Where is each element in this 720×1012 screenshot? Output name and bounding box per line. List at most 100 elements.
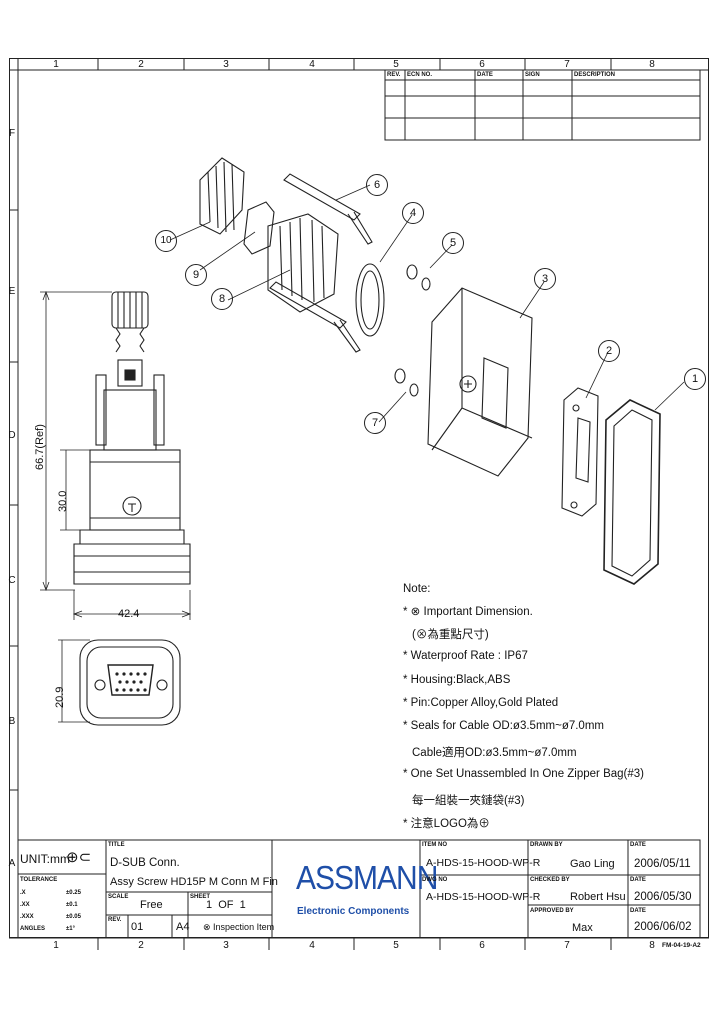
tol-value: ±0.25 xyxy=(66,890,81,896)
callout-2: 2 xyxy=(598,340,620,362)
dwg-no-label: DWG NO xyxy=(422,877,448,883)
note-item: * Pin:Copper Alloy,Gold Plated xyxy=(403,697,559,709)
scale-value: Free xyxy=(140,899,163,911)
brand-subtitle: Electronic Components xyxy=(297,906,410,917)
tolerance-label: TOLERANCE xyxy=(20,877,58,883)
dwg-no-value: A-HDS-15-HOOD-WP-R xyxy=(426,891,541,903)
zone-row-e: E xyxy=(8,286,16,297)
callout-3: 3 xyxy=(534,268,556,290)
dimension-lines xyxy=(40,290,192,723)
item-no-label: ITEM NO xyxy=(422,842,447,848)
zone-col-6: 6 xyxy=(479,940,485,951)
projection-symbol-icon: ⊕⊂ xyxy=(66,849,92,866)
tol-key: ANGLES xyxy=(20,926,46,932)
callout-9: 9 xyxy=(185,264,207,286)
zone-row-d: D xyxy=(8,430,16,441)
dim-body-height: 30.0 xyxy=(57,490,69,512)
zone-row-c: C xyxy=(8,575,16,586)
drawn-by-label: DRAWN BY xyxy=(530,842,563,848)
checked-by-value: Robert Hsu xyxy=(570,891,626,903)
note-item: * ⊗ Important Dimension. xyxy=(403,606,533,618)
zone-col-3: 3 xyxy=(223,940,229,951)
note-item: Cable適用OD:ø3.5mm~ø7.0mm xyxy=(412,747,577,759)
zone-col-2: 2 xyxy=(138,59,144,70)
callout-8: 8 xyxy=(211,288,233,310)
rev-header-sign: SIGN xyxy=(525,72,540,78)
zone-col-5: 5 xyxy=(393,59,399,70)
approved-by-value: Max xyxy=(572,922,593,934)
zone-col-1: 1 xyxy=(53,940,59,951)
scale-label: SCALE xyxy=(108,894,129,900)
drawn-by-value: Gao Ling xyxy=(570,858,615,870)
front-face-view xyxy=(79,639,181,726)
exploded-parts xyxy=(199,157,661,585)
zone-col-7: 7 xyxy=(564,59,570,70)
note-item: * Housing:Black,ABS xyxy=(403,674,511,686)
rev-value: 01 xyxy=(131,921,144,933)
rev-header-rev: REV. xyxy=(387,72,401,78)
zone-col-6: 6 xyxy=(479,59,485,70)
date-drawn: 2006/05/11 xyxy=(634,858,691,870)
size-value: A4 xyxy=(176,921,190,933)
callout-10: 10 xyxy=(155,230,177,252)
note-item: 每一組裝一夾鏈袋(#3) xyxy=(412,795,525,807)
tol-key: .X xyxy=(20,890,26,896)
inspection-item: ⊗ Inspection Item xyxy=(203,922,275,932)
zone-col-4: 4 xyxy=(309,940,315,951)
date-approved: 2006/06/02 xyxy=(634,921,692,933)
zone-row-b: B xyxy=(8,716,16,727)
checked-by-label: CHECKED BY xyxy=(530,877,570,883)
note-item: * Waterproof Rate : IP67 xyxy=(403,650,528,662)
dim-height-ref: 66.7(Ref) xyxy=(34,424,46,470)
tol-value: ±0.1 xyxy=(66,902,78,908)
side-view-connector xyxy=(73,291,191,585)
zone-col-5: 5 xyxy=(393,940,399,951)
date-label: DATE xyxy=(630,877,646,883)
rev-header-ecn: ECN NO. xyxy=(407,72,433,78)
title-label: TITLE xyxy=(108,842,125,848)
callout-4: 4 xyxy=(402,202,424,224)
form-number: FM-04-19-A2 xyxy=(662,942,701,949)
date-label: DATE xyxy=(630,908,646,914)
callout-5: 5 xyxy=(442,232,464,254)
zone-col-7: 7 xyxy=(564,940,570,951)
item-no-value: A-HDS-15-HOOD-WP-R xyxy=(426,857,541,869)
zone-col-2: 2 xyxy=(138,940,144,951)
date-checked: 2006/05/30 xyxy=(634,891,692,903)
title-line-2: Assy Screw HD15P M Conn M Fin xyxy=(110,876,278,888)
tol-value: ±1° xyxy=(66,926,76,932)
tol-key: .XX xyxy=(20,902,30,908)
zone-col-4: 4 xyxy=(309,59,315,70)
callout-6: 6 xyxy=(366,174,388,196)
callout-leaders xyxy=(169,184,685,423)
approved-by-label: APPROVED BY xyxy=(530,908,574,914)
note-item: (⊗為重點尺寸) xyxy=(412,629,489,641)
tol-value: ±0.05 xyxy=(66,914,81,920)
note-item: * Seals for Cable OD:ø3.5mm~ø7.0mm xyxy=(403,720,604,732)
zone-ticks xyxy=(9,58,709,950)
zone-col-8: 8 xyxy=(649,59,655,70)
notes-heading: Note: xyxy=(403,583,431,595)
title-block-lines xyxy=(17,839,701,939)
sheet-label: SHEET xyxy=(190,894,211,900)
zone-col-8: 8 xyxy=(649,940,655,951)
date-label: DATE xyxy=(630,842,646,848)
zone-col-3: 3 xyxy=(223,59,229,70)
note-item: * 注意LOGO為⊕ xyxy=(403,818,490,830)
note-item: * One Set Unassembled In One Zipper Bag(… xyxy=(403,768,644,780)
zone-row-f: F xyxy=(8,128,16,139)
title-line-1: D-SUB Conn. xyxy=(110,857,180,869)
revision-table-lines xyxy=(384,69,701,141)
brand-logo: ASSMANN xyxy=(296,860,438,897)
sheet-value: 1 OF 1 xyxy=(206,899,246,911)
callout-1: 1 xyxy=(684,368,706,390)
zone-row-a: A xyxy=(8,858,16,869)
dim-width: 42.4 xyxy=(118,608,140,620)
rev-header-date: DATE xyxy=(477,72,493,78)
tol-key: .XXX xyxy=(20,914,34,920)
rev-label: REV. xyxy=(108,917,122,923)
zone-col-1: 1 xyxy=(53,59,59,70)
unit-label: UNIT:mm xyxy=(20,852,70,866)
rev-header-description: DESCRIPTION xyxy=(574,72,616,78)
